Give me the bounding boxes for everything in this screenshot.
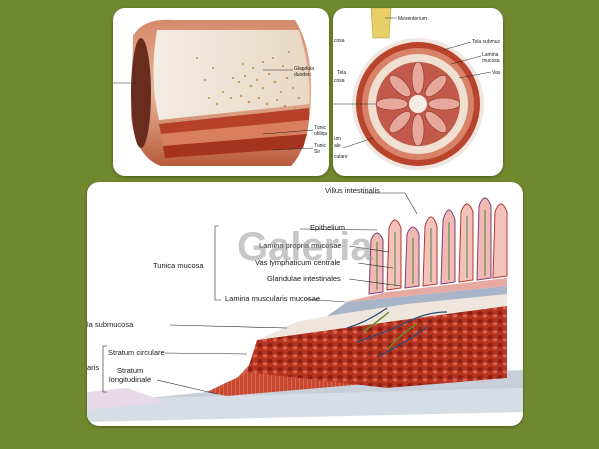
label-stratum-circulare: Stratum circulare [108,348,165,357]
lumen [409,95,427,113]
label-left-d: um [334,136,341,142]
villus [440,209,456,285]
label-tunica2-1: Tunic [314,143,327,149]
label-tunica2-2: Sir [314,149,320,155]
label-mesenterium: Mesenterium [398,16,427,22]
muscle-band-middle [161,120,309,146]
mucosa-surface [153,30,310,120]
label-left-f: culare [334,154,348,160]
muscle-band-inner [159,108,309,134]
label-tela-submucosa: Tela submuc [472,39,501,45]
intestinal-wall-panel: Villus intestinalis Epithelium Lamina pr… [87,182,523,426]
villus [422,216,438,287]
mucosal-folds [375,61,461,147]
label-glandulae-2: duoden [294,72,311,78]
label-glandulae-1: Glandula [294,66,314,72]
label-left-c: cosa [334,78,345,84]
villi-group [368,197,508,295]
label-lamina-1: Lamina [482,52,499,58]
label-tunica-1: Tunic [314,125,327,131]
label-tela-submucosa: la submucosa [87,320,134,329]
label-stratum-longitudinale-2: longitudinale [109,375,151,384]
villus [458,203,474,283]
label-laris: aris [87,363,99,372]
label-vas: Vas [492,70,501,76]
mesentery [370,8,392,39]
lymph-vessels [362,311,418,351]
label-villus-intestinalis: Villus intestinalis [325,186,380,195]
label-glandulae-intestinales: Glandulae intestinales [267,274,341,283]
serosa-base [87,388,523,422]
label-lamina-2: mucosa [482,58,500,64]
villus [404,226,420,289]
label-epithelium: Epithelium [310,223,345,232]
muscularis-mucosae-layer [327,286,507,316]
villus [492,203,508,279]
label-left-a: cosa [334,38,345,44]
label-vas-lymphaticum: Vas lymphaticum centrale [255,258,340,267]
duodenum-tube-illustration: Glandula duoden Tunic obliqu Tunic Sir [113,19,328,166]
label-tunica-mucosa: Tunica mucosa [153,261,204,270]
villus [368,232,384,295]
label-stratum-longitudinale-1: Stratum [117,366,143,375]
muscle-band-outer [163,134,307,158]
muscle-block-front [247,314,459,388]
mucosa-base [345,278,507,302]
cross-section-panel: Mesenterium Tela submuc Lamina mucosa Va… [333,8,503,176]
label-lamina-muscularis: Lamina muscularis mucosae [225,294,320,303]
watermark-text: Galeria [237,225,373,269]
duodenum-tube-panel: Glandula duoden Tunic obliqu Tunic Sir [113,8,329,176]
label-lines-tr [333,17,492,149]
label-lamina-propria: Lamina propria mucosae [259,241,342,250]
label-lines [113,69,314,151]
tube-opening [131,38,151,148]
muscle-block-side [387,304,507,382]
label-left-b: Tela [337,70,346,76]
villus [386,219,402,291]
label-left-e: ale [334,143,341,149]
villus [476,197,492,281]
serosa-fragment [87,388,167,410]
label-lines-bottom [102,192,418,395]
label-tunica-2: obliqu [314,131,328,137]
blood-vessels [346,307,448,358]
intestinal-wall-illustration: Villus intestinalis Epithelium Lamina pr… [87,186,523,422]
gland-speckles [196,50,305,110]
cross-section-illustration: Mesenterium Tela submuc Lamina mucosa Va… [333,8,501,170]
